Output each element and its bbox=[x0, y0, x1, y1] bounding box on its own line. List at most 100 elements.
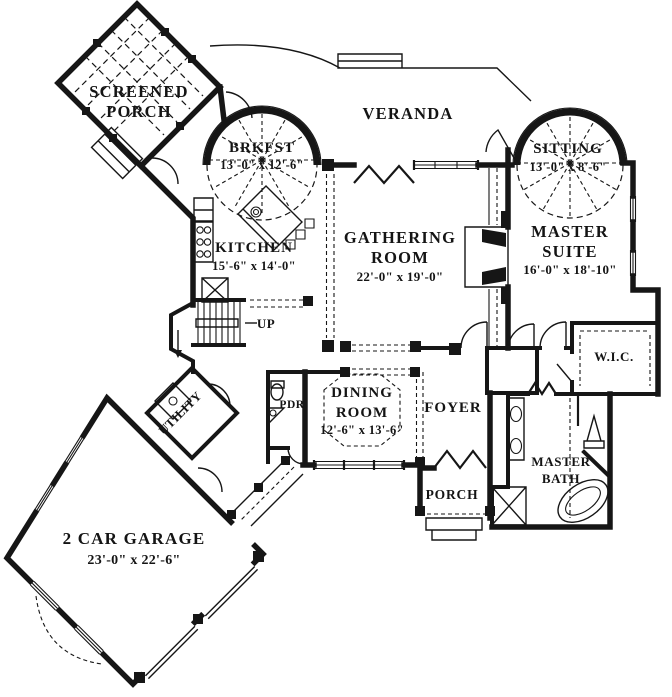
turret-outer-line bbox=[202, 105, 322, 166]
veranda-edge bbox=[209, 44, 532, 102]
foyer: FOYER PORCH bbox=[415, 352, 495, 541]
stair-treads bbox=[197, 302, 241, 344]
foyer-label: FOYER bbox=[424, 400, 482, 416]
dining-label-1: DINING bbox=[331, 385, 393, 401]
pdr-sink-symbol bbox=[267, 407, 286, 426]
tray-ceiling-octagon bbox=[323, 373, 401, 447]
master-bath: MASTER BATH bbox=[489, 391, 613, 530]
kitchen-column bbox=[303, 296, 313, 306]
stairs-up-label: UP bbox=[257, 316, 275, 331]
hall-walls bbox=[506, 321, 660, 396]
bath-exterior-walls bbox=[489, 391, 613, 530]
screened-porch-label-1: SCREENED bbox=[89, 82, 188, 101]
garage: 2 CAR GARAGE 23'-0" x 22'-6" bbox=[3, 393, 267, 688]
wic-shelves bbox=[579, 330, 651, 386]
gathering-label-2: ROOM bbox=[371, 248, 429, 267]
stair-arrowhead bbox=[174, 350, 182, 358]
pdr-label: PDR bbox=[279, 399, 304, 411]
shower-symbol bbox=[491, 486, 527, 526]
utility-room: UTILITY bbox=[144, 365, 240, 461]
covered-walk bbox=[227, 456, 304, 527]
sitting-floor-edge bbox=[516, 164, 624, 219]
fireplace bbox=[464, 168, 510, 346]
master-windows bbox=[629, 196, 637, 276]
garage-door-jambs bbox=[134, 551, 264, 683]
garage-dims: 23'-0" x 22'-6" bbox=[87, 553, 180, 568]
kitchen-island bbox=[237, 185, 315, 251]
kitchen-exterior-walls bbox=[137, 83, 228, 308]
garage-entry-door-swing bbox=[197, 467, 223, 493]
dining-opening-lines bbox=[345, 368, 424, 462]
bathtub-symbol bbox=[557, 479, 609, 523]
walk-posts bbox=[227, 456, 290, 519]
dining-room: DINING ROOM 12'-6" x 13'-6" bbox=[300, 367, 425, 470]
porch-posts bbox=[82, 28, 196, 142]
dining-label-2: ROOM bbox=[336, 405, 388, 421]
turret-floor-edge bbox=[206, 164, 318, 221]
gathering-north-wall bbox=[327, 160, 515, 185]
garage-drive-arc bbox=[35, 595, 103, 665]
kitchen-south-opening bbox=[250, 299, 305, 308]
master-bath-label-2: BATH bbox=[542, 471, 580, 486]
dining-windows bbox=[314, 460, 404, 470]
kitchen: KITCHEN 15'-6" x 14'-0" bbox=[137, 83, 315, 308]
walk-edges bbox=[230, 459, 304, 527]
stair-rail bbox=[195, 318, 239, 328]
porch-rafter-lines bbox=[70, 16, 204, 136]
porch-corner-posts bbox=[415, 506, 495, 516]
hall-door-swings bbox=[507, 321, 573, 383]
master-suite-label-1: MASTER bbox=[531, 222, 609, 241]
hall-and-wic: W.I.C. bbox=[485, 321, 660, 397]
powder-room: PDR bbox=[266, 370, 307, 465]
front-porch-label: PORCH bbox=[426, 487, 479, 502]
breakfast-label: BRKFST bbox=[229, 140, 295, 156]
breakfast-dims: 13'-0" x 12'-6" bbox=[220, 158, 304, 172]
bath-french-door bbox=[527, 380, 557, 397]
pdr-door-swing bbox=[287, 447, 305, 465]
kitchen-door-swing bbox=[225, 91, 253, 119]
veranda: VERANDA bbox=[209, 44, 532, 123]
vanity-symbol bbox=[507, 397, 525, 461]
french-door-to-veranda bbox=[353, 164, 415, 185]
porch-steps bbox=[90, 126, 144, 180]
pantry-cabinet bbox=[201, 277, 229, 303]
screened-porch: SCREENED PORCH bbox=[54, 0, 224, 185]
laundry-sink-symbol bbox=[154, 382, 192, 420]
porch-steps-front bbox=[425, 517, 483, 541]
utility-door-swing bbox=[207, 383, 231, 407]
pdr-toilet-symbol bbox=[270, 380, 285, 401]
north-windows bbox=[414, 160, 478, 170]
dining-dims: 12'-6" x 13'-6" bbox=[320, 423, 404, 437]
dining-columns bbox=[340, 367, 425, 467]
master-suite-label-2: SUITE bbox=[542, 242, 598, 261]
cooktop-symbol bbox=[193, 197, 214, 263]
fireplace-masonry bbox=[482, 211, 510, 304]
sitting-turret: SITTING 13'-0" x 8'-6" bbox=[485, 107, 628, 219]
sitting-outer-line bbox=[512, 107, 628, 166]
breakfast-turret: BRKFST 13'-0" x 12'-6" bbox=[202, 105, 322, 221]
porch-door-swing bbox=[151, 157, 179, 185]
sitting-door-leaf bbox=[485, 128, 515, 159]
sitting-label: SITTING bbox=[533, 141, 603, 157]
gathering-room: GATHERING ROOM 22'-0" x 19'-0" bbox=[322, 159, 488, 355]
stair-walls bbox=[169, 298, 246, 374]
master-suite-dims: 16'-0" x 18'-10" bbox=[523, 262, 617, 277]
staircase: UP bbox=[169, 298, 275, 374]
dining-window-caps bbox=[312, 460, 406, 470]
kitchen-label: KITCHEN bbox=[215, 240, 293, 256]
toilet-symbol bbox=[583, 413, 605, 449]
master-suite-walls bbox=[505, 147, 661, 397]
utility-walls bbox=[144, 365, 240, 461]
wic-label: W.I.C. bbox=[594, 349, 634, 364]
veranda-label: VERANDA bbox=[363, 104, 454, 123]
master-suite: MASTER SUITE 16'-0" x 18'-10" bbox=[505, 147, 661, 397]
kitchen-dims: 15'-6" x 14'-0" bbox=[212, 259, 296, 273]
garage-door-panels bbox=[145, 566, 259, 680]
gathering-dims: 22'-0" x 19'-0" bbox=[357, 269, 444, 284]
closet-walls bbox=[485, 346, 539, 395]
walk-centerline bbox=[240, 466, 295, 521]
master-bath-label-1: MASTER bbox=[531, 454, 590, 469]
screened-porch-label-2: PORCH bbox=[106, 102, 172, 121]
garage-windows bbox=[30, 436, 104, 655]
